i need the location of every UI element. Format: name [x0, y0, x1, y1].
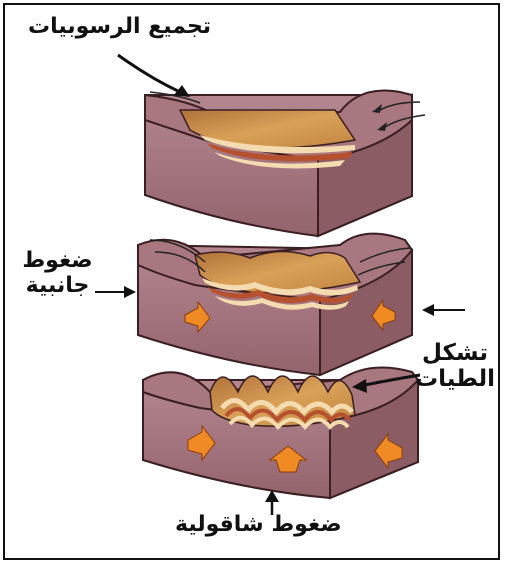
- lateral-label-line1: ضغوط: [10, 248, 105, 273]
- fold-label-line2: الطيات: [410, 366, 500, 392]
- block-lateral-pressure: [138, 234, 412, 375]
- block-sedimentation: [145, 91, 425, 236]
- sedimentation-label: تجميع الرسوبيات: [28, 14, 211, 39]
- block-folding: [143, 368, 418, 499]
- fold-formation-label: تشكل الطيات: [410, 340, 500, 393]
- vertical-pressure-label: ضغوط شاقولية: [175, 512, 342, 537]
- lateral-label-line2: جانبية: [10, 273, 105, 298]
- lateral-pressure-label: ضغوط جانبية: [10, 248, 105, 299]
- fold-label-line1: تشكل: [410, 340, 500, 366]
- sedimentation-pointer-arrow: [118, 55, 190, 97]
